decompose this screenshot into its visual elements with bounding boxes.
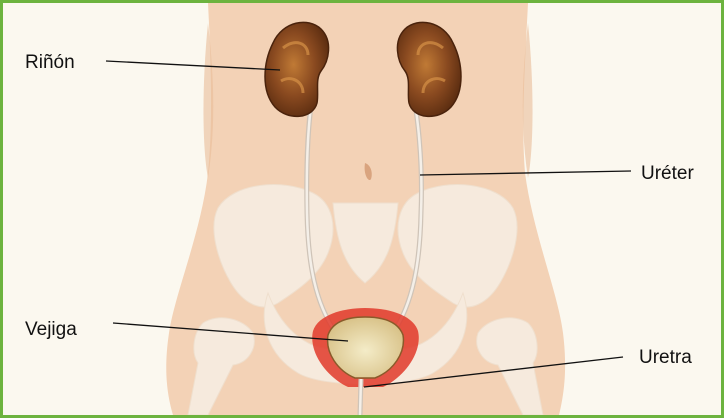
ureter-label: Uréter — [641, 164, 694, 183]
urethra-tube-core — [360, 379, 361, 415]
bladder-label: Vejiga — [25, 320, 77, 339]
urinary-system-illustration — [3, 3, 721, 415]
urethra-label: Uretra — [639, 348, 692, 367]
kidney-label: Riñón — [25, 53, 75, 72]
